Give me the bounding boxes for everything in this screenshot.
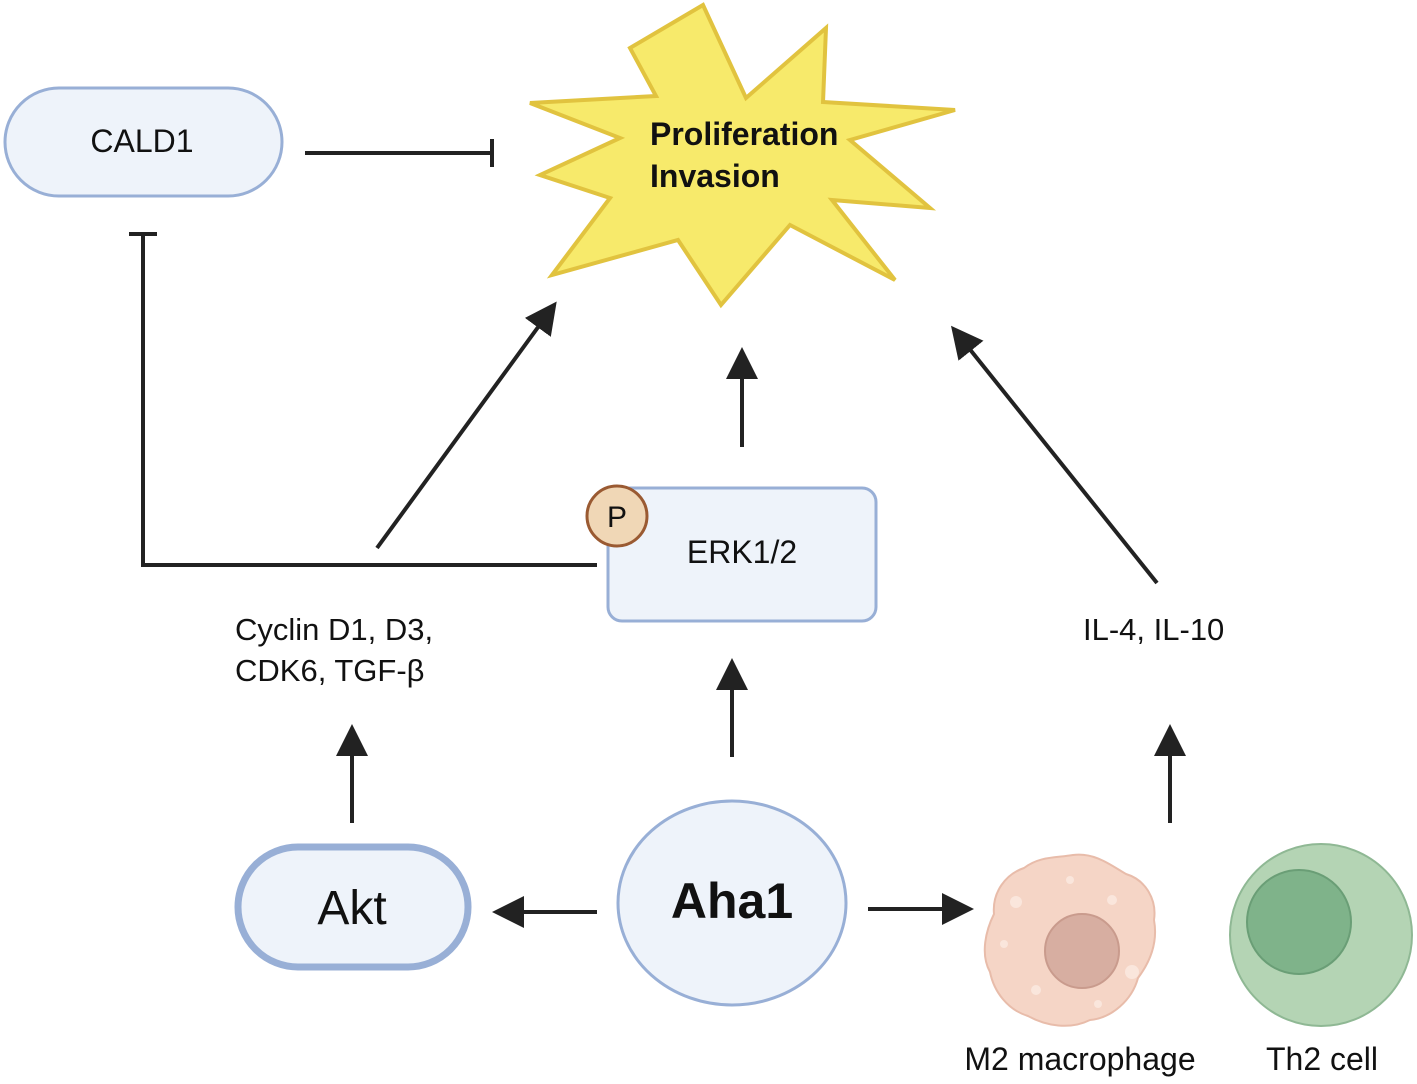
- macrophage-vesicle: [1031, 985, 1041, 995]
- cyclin-node: Cyclin D1, D3, CDK6, TGF-β: [235, 612, 433, 688]
- macrophage-vesicle: [1066, 876, 1074, 884]
- th2-cell: [1229, 843, 1413, 1027]
- cyclin-label-line2: CDK6, TGF-β: [235, 653, 425, 688]
- phospho-badge: [585, 484, 649, 548]
- erk-inhibits-cald1: [129, 232, 597, 567]
- phospho-label: P: [607, 501, 627, 534]
- arrow-interleukin-to-outcome: [950, 325, 1159, 585]
- interleukin-label: IL-4, IL-10: [1083, 612, 1224, 647]
- th2-label: Th2 cell: [1266, 1041, 1378, 1077]
- arrow-cyclin-to-outcome: [375, 301, 557, 550]
- macrophage-label: M2 macrophage: [964, 1041, 1195, 1077]
- macrophage-vesicle: [1000, 940, 1008, 948]
- aha1-node: Aha1: [616, 799, 848, 1007]
- akt-box: [234, 843, 472, 971]
- erk-node: ERK1/2 P: [585, 484, 878, 623]
- erk-label: ERK1/2: [687, 534, 797, 570]
- macrophage-vesicle: [1010, 896, 1022, 908]
- macrophage-vesicle: [1125, 965, 1139, 979]
- cald1-node: CALD1: [3, 86, 284, 198]
- akt-node: Akt: [234, 843, 472, 971]
- outcome-label-proliferation: Proliferation: [650, 116, 838, 152]
- outcome-node: Proliferation Invasion: [529, 2, 956, 309]
- cald1-label: CALD1: [90, 123, 193, 159]
- starburst-shape: [529, 2, 956, 309]
- cyclin-label-line1: Cyclin D1, D3,: [235, 612, 433, 647]
- cald1-inhibits-outcome: [305, 139, 494, 167]
- cald1-box: [3, 86, 284, 198]
- macrophage-nucleus: [1044, 913, 1120, 989]
- akt-label: Akt: [317, 882, 386, 935]
- th2-cell-nucleus: [1246, 869, 1352, 975]
- erk-box: [606, 486, 878, 623]
- macrophage-vesicle: [1094, 1000, 1102, 1008]
- aha1-circle: [616, 799, 848, 1007]
- macrophage-vesicle: [1107, 895, 1117, 905]
- macrophage-cell: [983, 853, 1156, 1027]
- aha1-label: Aha1: [671, 873, 793, 929]
- outcome-label-invasion: Invasion: [650, 158, 780, 194]
